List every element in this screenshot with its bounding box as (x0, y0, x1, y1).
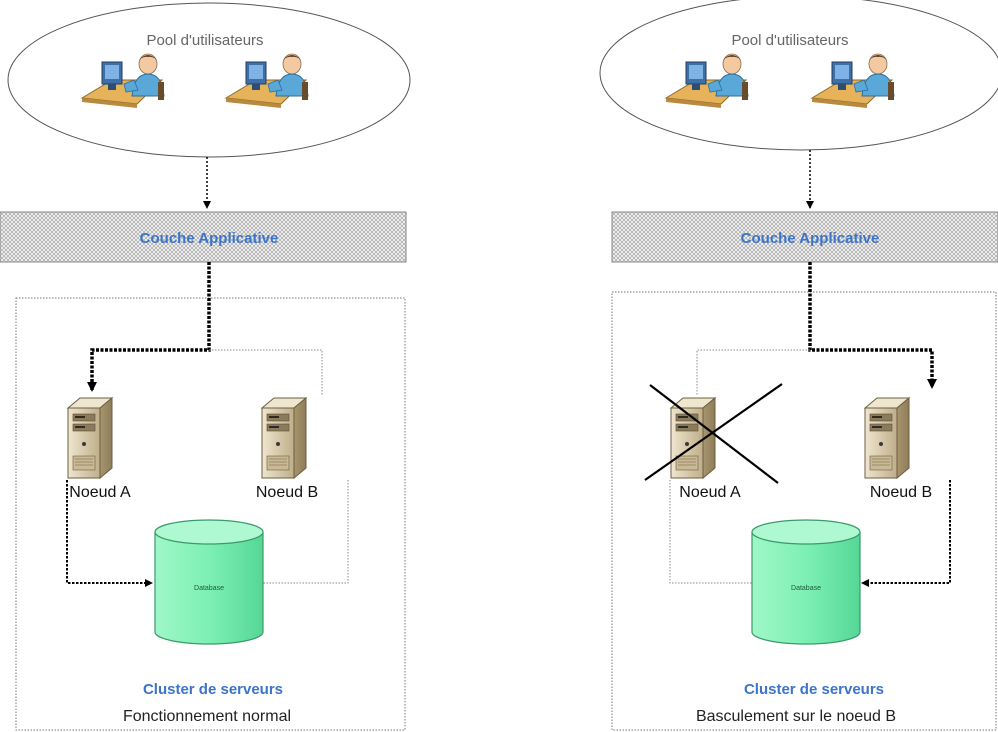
server-icon (67, 397, 113, 479)
inactive-route-to-node-a (696, 349, 810, 395)
active-route-to-node-b (808, 262, 937, 389)
database-icon (751, 519, 861, 645)
user-pool-label: Pool d'utilisateurs (146, 32, 263, 49)
node-b-to-database-link (262, 480, 349, 584)
server-cluster-box (15, 297, 406, 731)
scenario-caption: Basculement sur le noeud B (696, 708, 896, 725)
server-icon (261, 397, 307, 479)
server-cluster-box (611, 291, 997, 731)
cluster-title: Cluster de serveurs (143, 681, 283, 698)
right-panel: Pool d'utilisateurs Couche Applicative N… (599, 0, 998, 731)
node-b-to-database-arrow (861, 480, 951, 587)
application-layer-label: Couche Applicative (140, 230, 279, 247)
application-layer-bar (0, 211, 407, 263)
node-a-to-database-link (669, 480, 752, 584)
database-icon (154, 519, 264, 645)
node-a-to-database-arrow (66, 480, 153, 587)
failure-cross-icon (644, 383, 783, 484)
node-b-label: Noeud B (256, 484, 318, 501)
database-label: Database (194, 585, 224, 592)
application-layer-label: Couche Applicative (741, 230, 880, 247)
node-b-label: Noeud B (870, 484, 932, 501)
node-a-label: Noeud A (679, 484, 741, 501)
active-route-to-node-a (87, 262, 211, 392)
cluster-title: Cluster de serveurs (744, 681, 884, 698)
server-icon (670, 397, 716, 479)
node-a-label: Noeud A (69, 484, 131, 501)
user-pool-ellipse (7, 2, 411, 158)
application-layer-bar (611, 211, 998, 263)
server-icon (864, 397, 910, 479)
user-pool-label: Pool d'utilisateurs (731, 32, 848, 49)
scenario-caption: Fonctionnement normal (123, 708, 291, 725)
left-panel: Pool d'utilisateurs Couche Applicative N… (0, 2, 411, 731)
standby-route-to-node-b (209, 349, 323, 395)
user-pool-ellipse (599, 0, 998, 151)
database-label: Database (791, 585, 821, 592)
